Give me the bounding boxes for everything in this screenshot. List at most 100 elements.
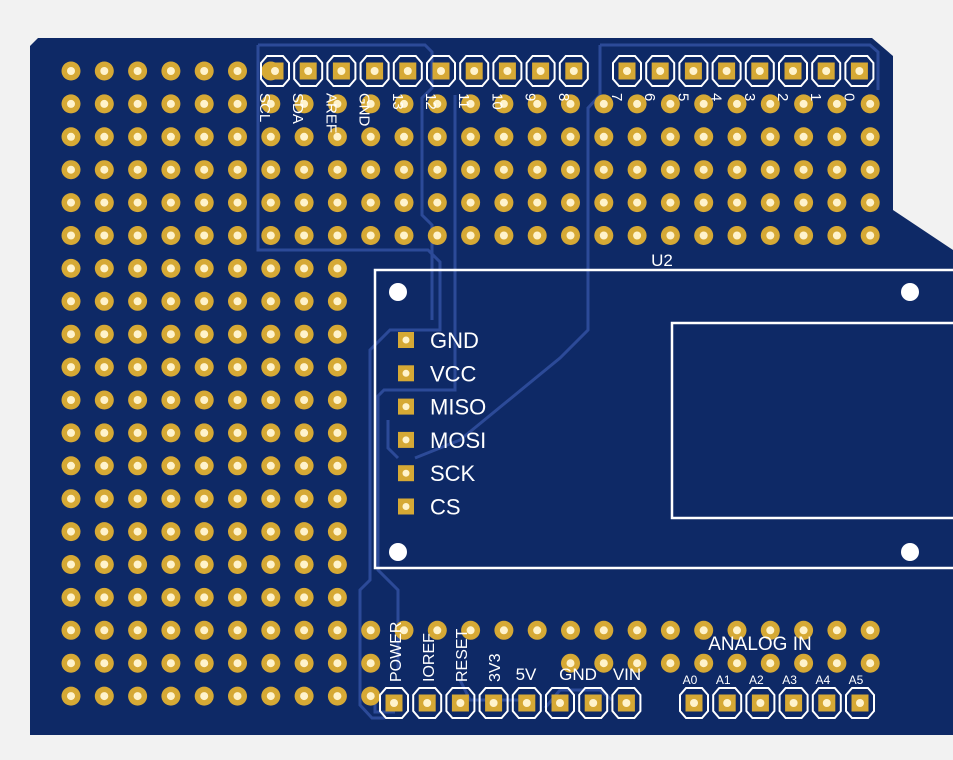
drill-hole xyxy=(799,659,808,668)
prototype-pad-grid xyxy=(61,61,880,706)
drill-hole xyxy=(100,560,109,569)
drill-hole xyxy=(67,231,75,240)
drill-hole xyxy=(200,461,209,470)
drill-hole xyxy=(756,699,765,707)
drill-hole xyxy=(133,264,142,273)
drill-hole xyxy=(100,297,109,306)
drill-hole xyxy=(733,198,741,207)
drill-hole xyxy=(633,165,642,174)
drill-hole xyxy=(666,99,675,108)
drill-hole xyxy=(766,132,775,141)
header-label-4: 4 xyxy=(708,93,725,101)
drill-hole xyxy=(666,165,675,174)
drill-hole xyxy=(433,198,442,207)
header-label-gnd: GND xyxy=(356,93,373,127)
drill-hole xyxy=(300,527,309,536)
drill-hole xyxy=(133,428,142,437)
drill-hole xyxy=(266,297,275,306)
drill-hole xyxy=(799,165,808,174)
drill-hole xyxy=(366,692,375,701)
drill-hole xyxy=(856,699,864,707)
drill-hole xyxy=(200,659,209,668)
header-pin-outline xyxy=(260,55,290,87)
module-card-slot-outline xyxy=(670,321,953,520)
drill-hole xyxy=(503,67,512,75)
drill-hole xyxy=(67,363,75,372)
drill-hole xyxy=(402,469,410,477)
drill-hole xyxy=(200,67,209,75)
drill-hole xyxy=(300,626,309,635)
mounting-hole xyxy=(389,283,407,301)
drill-hole xyxy=(666,132,675,141)
drill-hole xyxy=(566,132,575,141)
header-label-0: 0 xyxy=(840,93,857,101)
drill-hole xyxy=(100,428,109,437)
drill-hole xyxy=(533,132,542,141)
drill-hole xyxy=(599,626,608,635)
header-pin-outline xyxy=(492,55,523,87)
header-pin-outline xyxy=(412,687,443,719)
analog-pin-label-a4: A4 xyxy=(815,673,830,687)
drill-hole xyxy=(599,132,608,141)
drill-hole xyxy=(67,297,75,306)
drill-hole xyxy=(832,231,841,240)
drill-hole xyxy=(366,132,375,141)
drill-hole xyxy=(366,99,375,108)
drill-hole xyxy=(599,231,608,240)
header-pin-outline xyxy=(711,55,742,87)
drill-hole xyxy=(200,297,209,306)
drill-hole xyxy=(233,363,242,372)
drill-hole xyxy=(333,461,342,470)
header-pin-outline xyxy=(578,687,609,719)
drill-hole xyxy=(300,692,309,701)
drill-hole xyxy=(333,363,342,372)
drill-hole xyxy=(233,692,242,701)
drill-hole xyxy=(433,99,442,108)
drill-hole xyxy=(822,699,831,707)
header-pin-outline xyxy=(679,687,709,719)
drill-hole xyxy=(233,396,242,404)
drill-hole xyxy=(666,659,675,668)
drill-hole xyxy=(400,198,408,207)
module-pin-label-mosi: MOSI xyxy=(430,428,486,453)
drill-hole xyxy=(166,527,175,536)
drill-hole xyxy=(233,132,242,141)
drill-hole xyxy=(266,132,275,141)
drill-hole xyxy=(67,99,75,108)
drill-hole xyxy=(166,461,175,470)
drill-hole xyxy=(333,692,342,701)
drill-hole xyxy=(766,626,775,635)
drill-hole xyxy=(266,231,275,240)
drill-hole xyxy=(100,461,109,470)
drill-hole xyxy=(266,264,275,273)
drill-hole xyxy=(333,231,342,240)
drill-hole xyxy=(766,659,775,668)
drill-hole xyxy=(233,231,242,240)
drill-hole xyxy=(466,132,475,141)
header-label-9: 9 xyxy=(522,93,539,101)
drill-hole xyxy=(67,428,75,437)
drill-hole xyxy=(566,165,575,174)
header-pin-outline xyxy=(426,55,456,87)
drill-hole xyxy=(300,593,309,602)
header-label-1: 1 xyxy=(807,93,824,101)
drill-hole xyxy=(566,659,575,668)
drill-hole xyxy=(200,560,209,569)
drill-hole xyxy=(789,699,798,707)
header-pin-outline xyxy=(511,687,542,719)
drill-hole xyxy=(402,336,410,344)
drill-hole xyxy=(499,132,508,141)
board-outline xyxy=(30,38,953,735)
drill-hole xyxy=(133,132,142,141)
header-pin-outline xyxy=(545,687,575,719)
drill-hole xyxy=(67,396,75,404)
drill-hole xyxy=(300,99,309,108)
copper-traces xyxy=(256,43,880,720)
drill-hole xyxy=(67,560,75,569)
drill-hole xyxy=(266,659,275,668)
header-pin-outline xyxy=(712,687,743,719)
drill-hole xyxy=(133,626,142,635)
drill-hole xyxy=(832,198,841,207)
drill-hole xyxy=(100,692,109,701)
